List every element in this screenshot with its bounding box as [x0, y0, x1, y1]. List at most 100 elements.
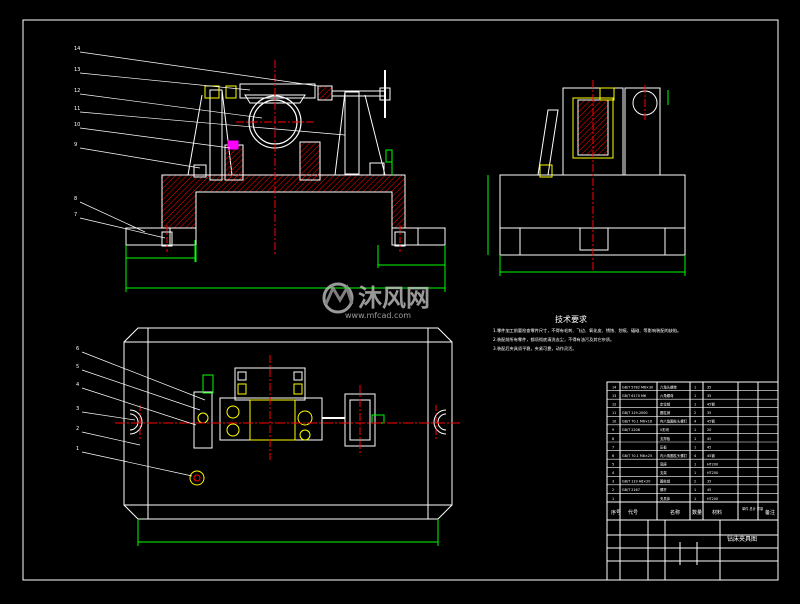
- parts-cell-material: 45钢: [707, 419, 715, 424]
- parts-cell-name: 夹具体: [660, 496, 671, 501]
- header-material: 材料: [712, 509, 722, 516]
- tech-requirements: 技术要求 1.零件加工前要检查零件尺寸，不得有毛刺、飞边、氧化皮、锈蚀、划痕、磕…: [493, 314, 681, 352]
- parts-cell-seq: 1: [612, 497, 614, 501]
- parts-cell-qty: 4: [694, 420, 696, 424]
- parts-cell-qty: 1: [694, 428, 696, 432]
- parts-cell-code: GB/T 70.1 M6×16: [622, 420, 652, 424]
- parts-cell-seq: 5: [612, 463, 614, 467]
- parts-cell-seq: 9: [612, 428, 614, 432]
- parts-cell-qty: 4: [694, 454, 696, 458]
- callout-1: 1: [76, 446, 79, 452]
- parts-cell-material: 45: [707, 437, 711, 441]
- side-view: [487, 80, 686, 276]
- header-code: 代号: [628, 509, 638, 516]
- parts-cell-qty: 1: [694, 437, 696, 441]
- parts-cell-qty: 1: [694, 471, 696, 475]
- parts-cell-material: 35: [707, 480, 711, 484]
- parts-cell-seq: 3: [612, 480, 614, 484]
- parts-cell-material: 35: [707, 385, 711, 389]
- watermark: 沐风网 www.mfcad.com: [322, 282, 430, 320]
- parts-cell-name: 支架: [660, 470, 667, 475]
- parts-cell-seq: 6: [612, 454, 614, 458]
- parts-cell-name: 圆柱销: [660, 410, 671, 415]
- parts-cell-name: 六角螺母: [660, 393, 674, 398]
- watermark-url: www.mfcad.com: [345, 311, 411, 320]
- callout-8: 8: [74, 196, 77, 202]
- tech-requirement-3: 3.装配后夹具须平稳，夹紧可靠，动作灵活。: [493, 345, 577, 352]
- parts-cell-name: 压板: [660, 444, 667, 449]
- parts-cell-code: GB/T 119-2000: [622, 411, 648, 415]
- watermark-logo-icon: [322, 282, 354, 314]
- parts-cell-code: GB/T 70.1 M8×25: [622, 454, 652, 458]
- parts-cell-qty: 2: [694, 411, 696, 415]
- tech-requirement-2: 2.装配前所有零件，都须彻底清洗去尘，不得有油污及其它杂质。: [493, 336, 614, 343]
- parts-cell-seq: 10: [612, 420, 616, 424]
- parts-cell-seq: 12: [612, 403, 616, 407]
- parts-cell-name: 内六角圆柱头螺钉: [660, 453, 688, 458]
- callout-6: 6: [76, 346, 79, 352]
- drawing-title: 钻床夹具图: [727, 535, 757, 543]
- parts-cell-qty: 1: [694, 497, 696, 501]
- header-name: 名称: [670, 509, 680, 516]
- parts-cell-seq: 2: [612, 488, 614, 492]
- watermark-logo-text: 沐风网: [358, 284, 430, 312]
- parts-cell-material: 35: [707, 411, 711, 415]
- callout-4: 4: [76, 382, 79, 388]
- callout-11: 11: [74, 106, 80, 112]
- callout-7: 7: [74, 212, 77, 218]
- header-seq: 序号: [611, 509, 621, 516]
- parts-cell-qty: 1: [694, 463, 696, 467]
- parts-cell-qty: 1: [694, 403, 696, 407]
- parts-cell-material: HT200: [707, 463, 718, 467]
- parts-cell-name: 底座: [660, 462, 667, 467]
- callout-13: 13: [74, 67, 80, 73]
- parts-cell-code: GB/T 2167: [622, 488, 640, 492]
- tech-requirement-1: 1.零件加工前要检查零件尺寸，不得有毛刺、飞边、氧化皮、锈蚀、划痕、磕碰、等影响…: [493, 327, 681, 334]
- parts-cell-name: 圆柱销: [660, 479, 671, 484]
- parts-cell-code: GB/T 6170 M6: [622, 394, 646, 398]
- parts-cell-qty: 1: [694, 385, 696, 389]
- parts-cell-name: 支撑板: [660, 436, 671, 441]
- parts-cell-name: V形块: [660, 427, 670, 432]
- parts-cell-material: 20: [707, 428, 711, 432]
- parts-cell-code: GB/T 119 A6×20: [622, 480, 650, 484]
- header-weight: 单件 总计 重量: [742, 506, 764, 511]
- parts-cell-material: 45钢: [707, 453, 715, 458]
- callout-9: 9: [74, 142, 77, 148]
- parts-cell-qty: 1: [694, 394, 696, 398]
- parts-cell-material: 45钢: [707, 402, 715, 407]
- callout-12: 12: [74, 88, 80, 94]
- parts-cell-code: GB/T 2208: [622, 428, 640, 432]
- parts-cell-code: GB/T 5782 M6×30: [622, 385, 653, 389]
- parts-cell-seq: 4: [612, 471, 614, 475]
- parts-cell-material: 45: [707, 488, 711, 492]
- parts-cell-seq: 7: [612, 445, 614, 449]
- parts-cell-material: HT200: [707, 497, 718, 501]
- parts-cell-material: 45: [707, 445, 711, 449]
- plan-view-callouts: 6 5 4 3 2 1: [76, 346, 206, 477]
- parts-cell-seq: 8: [612, 437, 614, 441]
- parts-cell-name: 螺杆: [660, 487, 667, 492]
- callout-10: 10: [74, 122, 80, 128]
- parts-cell-material: HT200: [707, 471, 718, 475]
- front-view: [125, 60, 446, 292]
- parts-cell-name: 内六角圆柱头螺钉: [660, 419, 688, 424]
- parts-cell-material: 35: [707, 394, 711, 398]
- sheet-border: [22, 19, 779, 581]
- parts-cell-qty: 2: [694, 480, 696, 484]
- front-view-callouts: 14 13 12 11 10 9 8 7: [74, 46, 346, 239]
- parts-cell-qty: 1: [694, 445, 696, 449]
- parts-cell-seq: 13: [612, 394, 616, 398]
- header-note: 备注: [765, 509, 775, 516]
- header-qty: 数量: [692, 509, 702, 516]
- parts-cell-seq: 11: [612, 411, 616, 415]
- callout-2: 2: [76, 426, 79, 432]
- parts-cell-name: 定位销: [660, 402, 671, 407]
- plan-view: [115, 327, 460, 546]
- parts-cell-qty: 1: [694, 488, 696, 492]
- callout-14: 14: [74, 46, 80, 52]
